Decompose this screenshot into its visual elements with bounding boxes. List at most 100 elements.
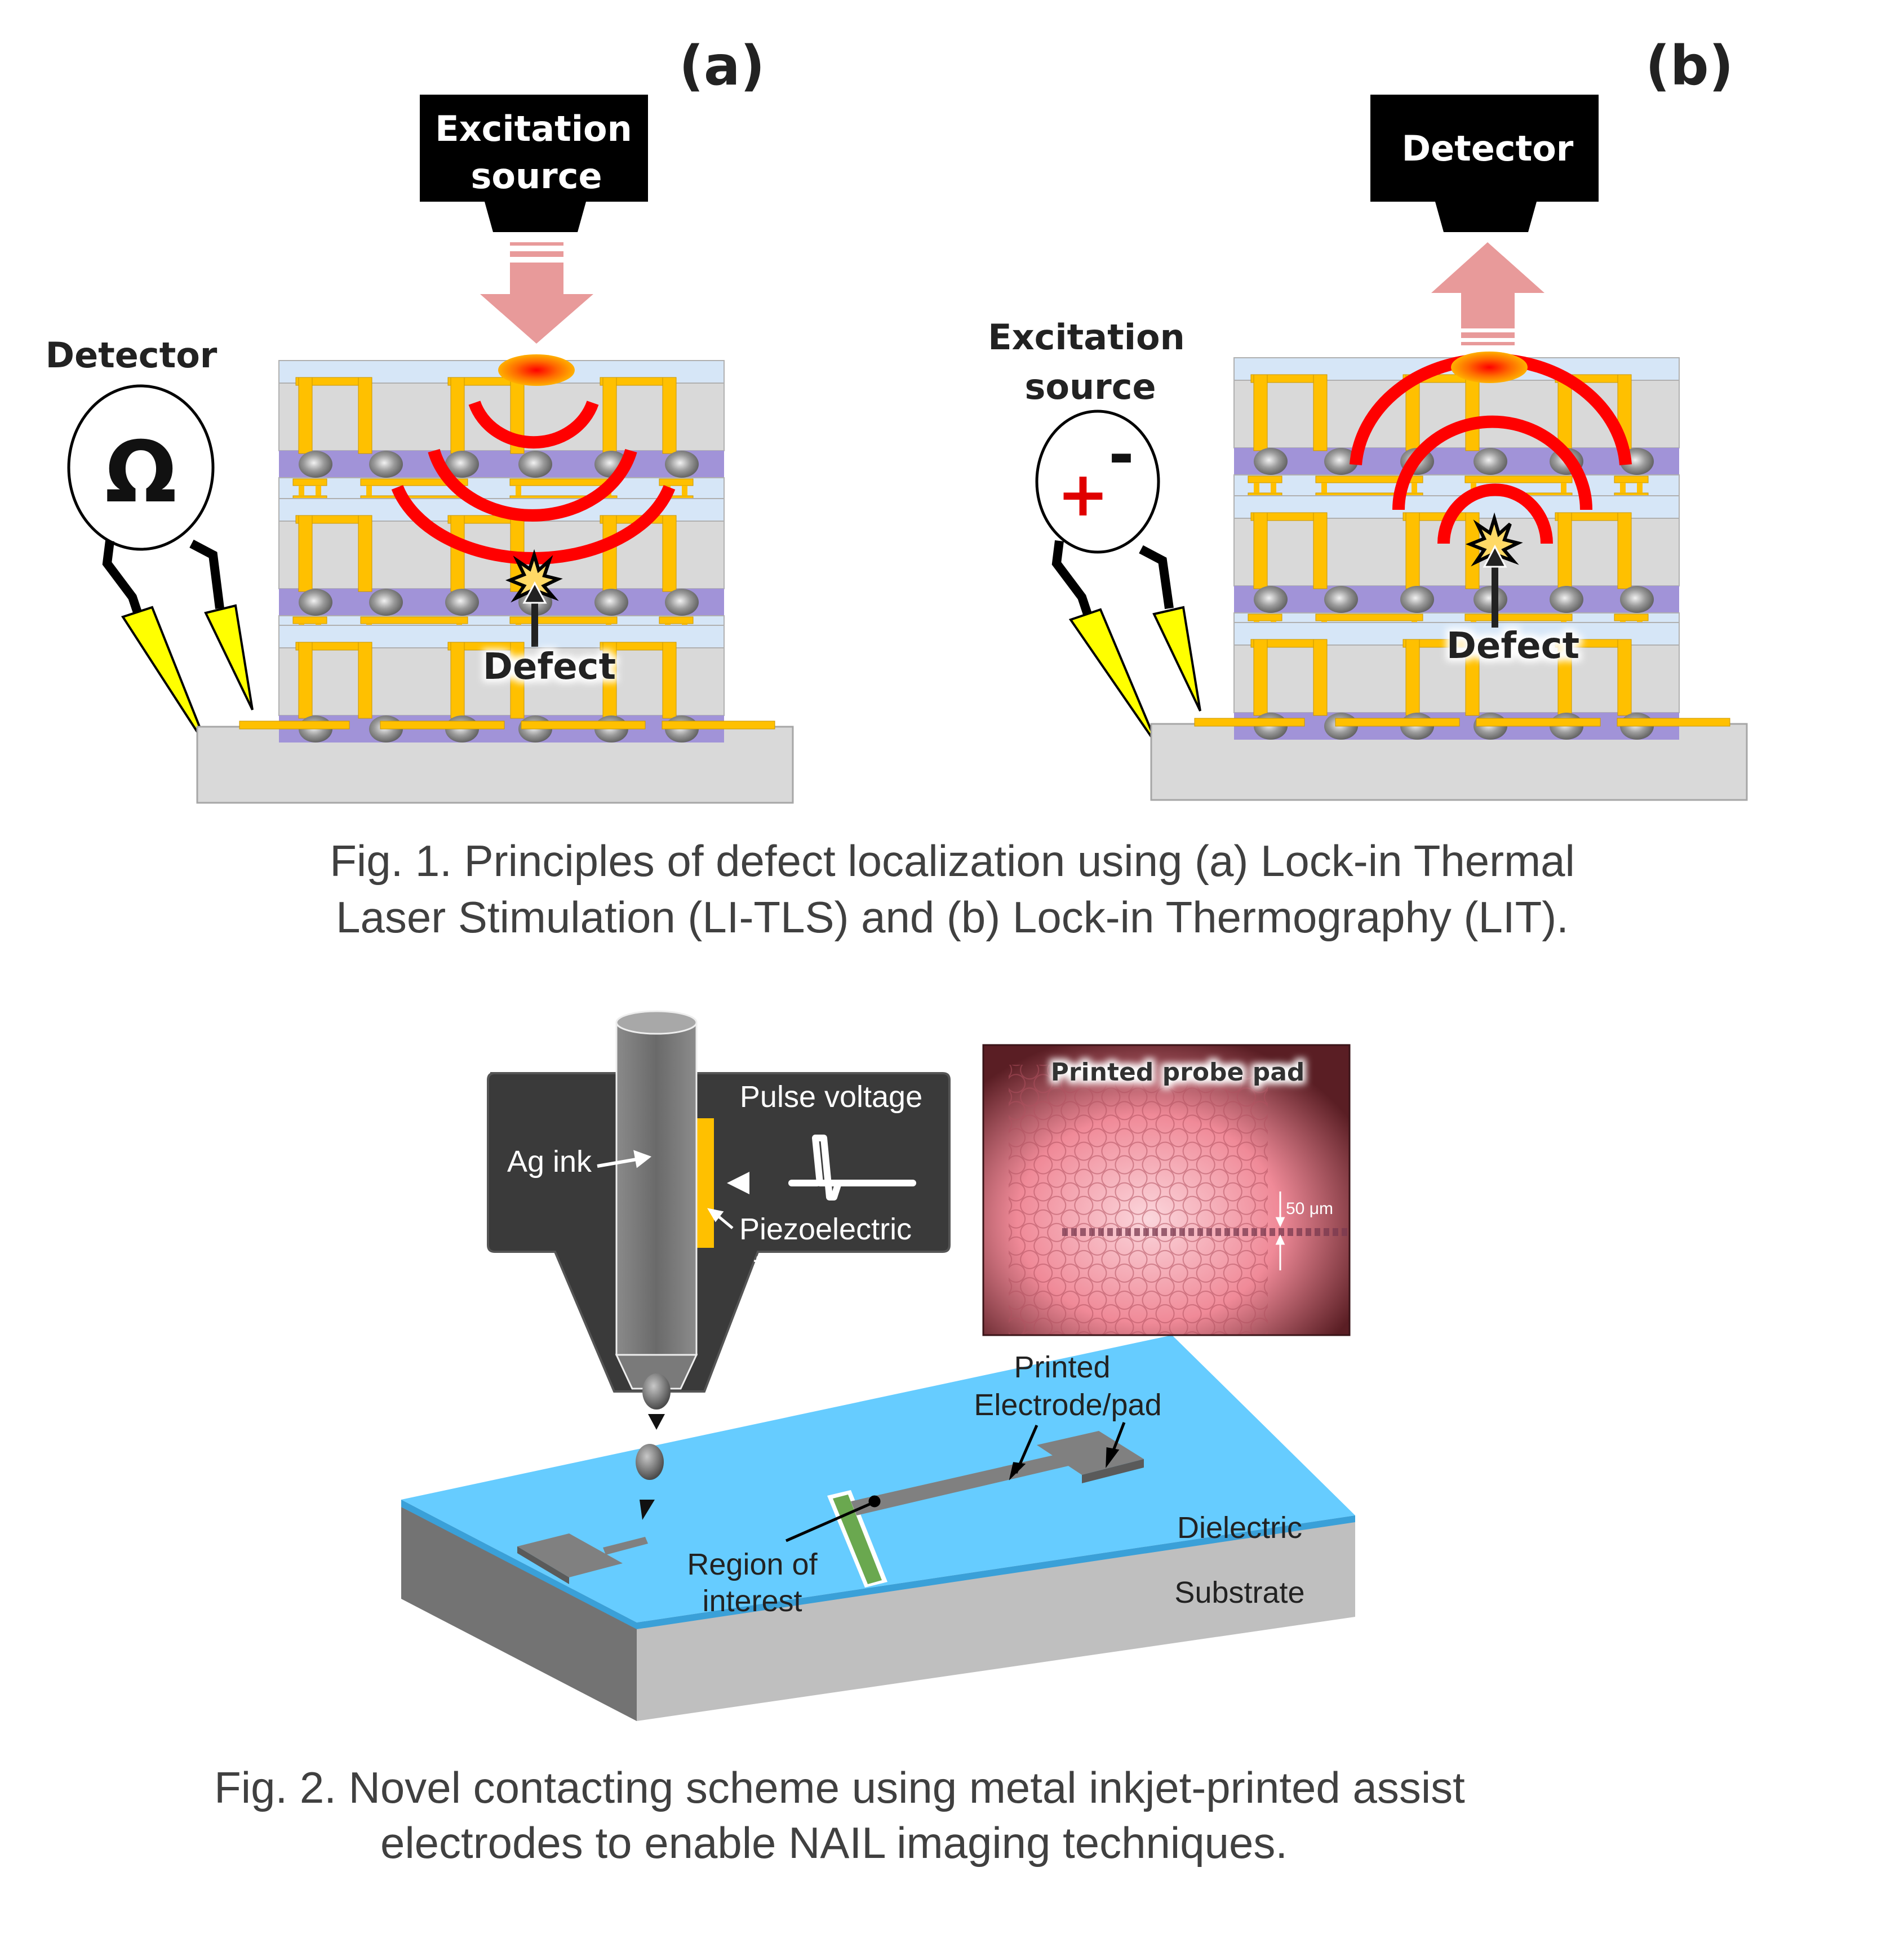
metal-via: [516, 486, 521, 496]
substrate-label: Substrate: [1174, 1576, 1304, 1609]
metal-line: [360, 616, 468, 624]
metal-via: [1412, 483, 1417, 493]
metal-line: [1315, 613, 1423, 621]
metal-grain: [299, 589, 332, 616]
metal-via: [682, 486, 687, 496]
metal-grain: [1254, 586, 1288, 613]
probe-needles-b-icon: [1051, 540, 1201, 748]
drop-direction-icon-2: [640, 1500, 655, 1520]
defect-marker-icon: [505, 549, 563, 647]
plus-sign: +: [1057, 458, 1109, 530]
via-layer: [279, 589, 724, 616]
metal-via: [662, 377, 677, 454]
metal-grain: [1254, 448, 1288, 475]
contact-pad: [380, 721, 505, 730]
metal-via: [1271, 483, 1276, 493]
figure1-caption-line1: Fig. 1. Principles of defect localizatio…: [330, 836, 1575, 886]
scale-bar-label: 50 μm: [1286, 1199, 1333, 1218]
panel-a: (a) Excitation source Detector Ω: [46, 34, 794, 804]
metal-via: [1405, 512, 1420, 589]
metal-grain: [369, 451, 403, 478]
metal-grain: [299, 451, 332, 478]
metal-via: [1253, 374, 1268, 451]
metal-grain: [1324, 586, 1358, 613]
detector-icon: Detector: [1370, 95, 1599, 232]
via-layer: [1234, 448, 1679, 475]
metal-via: [510, 642, 525, 719]
excitation-source-icon: Excitation source: [420, 95, 648, 232]
device-stack-b: [1194, 357, 1730, 740]
left-pad: [517, 1533, 648, 1584]
metal-line: [1315, 475, 1423, 483]
metal-line: [1248, 475, 1282, 483]
ink-droplet-1: [642, 1373, 671, 1410]
dielectric-layer: [1233, 518, 1680, 586]
printed-label-line2: Electrode/pad: [974, 1388, 1161, 1422]
metal-via: [1617, 639, 1632, 716]
excitation-source-label-line1-b: Excitation: [988, 317, 1184, 358]
panel-b-label: (b): [1645, 34, 1733, 97]
barrier-layer: [1233, 474, 1680, 496]
minus-sign: -: [1108, 419, 1134, 491]
contact-pad: [1617, 718, 1730, 727]
metal-via: [450, 515, 465, 592]
ag-ink-label: Ag ink: [507, 1145, 592, 1179]
metal-via: [1557, 639, 1572, 716]
metal-via: [358, 377, 372, 454]
device-stack: [239, 360, 775, 742]
roi-label-line1: Region of: [687, 1548, 818, 1581]
thermal-hotspot: [1451, 352, 1528, 383]
emission-up-arrow-icon: [1431, 242, 1544, 345]
figure1-caption-line2: Laser Stimulation (LI-TLS) and (b) Lock-…: [336, 892, 1569, 942]
metal-via: [1321, 483, 1327, 493]
printed-label-line1: Printed: [1014, 1350, 1110, 1384]
nozzle: [615, 1010, 698, 1390]
metal-line: [1614, 475, 1649, 483]
metal-via: [1465, 639, 1480, 716]
dielectric-label: Dielectric: [1177, 1511, 1302, 1545]
laser-hotspot: [498, 354, 575, 386]
region-of-interest: [827, 1490, 887, 1588]
via-layer: [279, 451, 724, 478]
metal-grain: [1550, 586, 1583, 613]
voltage-source-icon: + -: [1035, 410, 1160, 554]
metal-via: [1313, 512, 1328, 589]
metal-line: [509, 478, 618, 486]
metal-grain: [665, 451, 699, 478]
metal-grain: [445, 451, 479, 478]
metal-via: [450, 642, 465, 719]
ink-droplet-2: [636, 1444, 664, 1480]
pulse-voltage-label: Pulse voltage: [740, 1080, 922, 1114]
metal-via: [1253, 512, 1268, 589]
defect-marker-b-icon: [1465, 512, 1523, 628]
metal-line: [509, 616, 618, 624]
inset-title: Printed probe pad: [1051, 1058, 1305, 1087]
figure2-caption-line1: Fig. 2. Novel contacting scheme using me…: [214, 1763, 1465, 1812]
metal-line: [1614, 613, 1649, 621]
dielectric-layer: [1233, 644, 1680, 713]
metal-via: [299, 486, 304, 496]
metal-grain: [445, 589, 479, 616]
dielectric-layer: [278, 647, 725, 716]
metal-via: [316, 486, 321, 496]
piezo-label-line1: Piezoelectric: [739, 1212, 912, 1246]
contact-pad: [521, 721, 646, 730]
contact-pad: [1335, 718, 1460, 727]
metal-via: [1617, 512, 1632, 589]
metal-grain: [1400, 586, 1434, 613]
piezo-pointer: [707, 1208, 734, 1229]
drop-direction-icon-1: [648, 1414, 665, 1430]
metal-line: [659, 478, 694, 486]
panel-b: (b) Detector Excitation source + -: [988, 34, 1748, 801]
metal-via: [298, 642, 313, 719]
metal-via: [1405, 639, 1420, 716]
barrier-layer: [278, 477, 725, 499]
via-layer: [1234, 586, 1679, 613]
metal-grain: [1474, 448, 1507, 475]
metal-via: [1471, 483, 1476, 493]
roi-pointer-arrow: [785, 1495, 881, 1542]
metal-via: [298, 515, 313, 592]
contact-pad: [1194, 718, 1305, 727]
metal-grain: [1620, 586, 1654, 613]
